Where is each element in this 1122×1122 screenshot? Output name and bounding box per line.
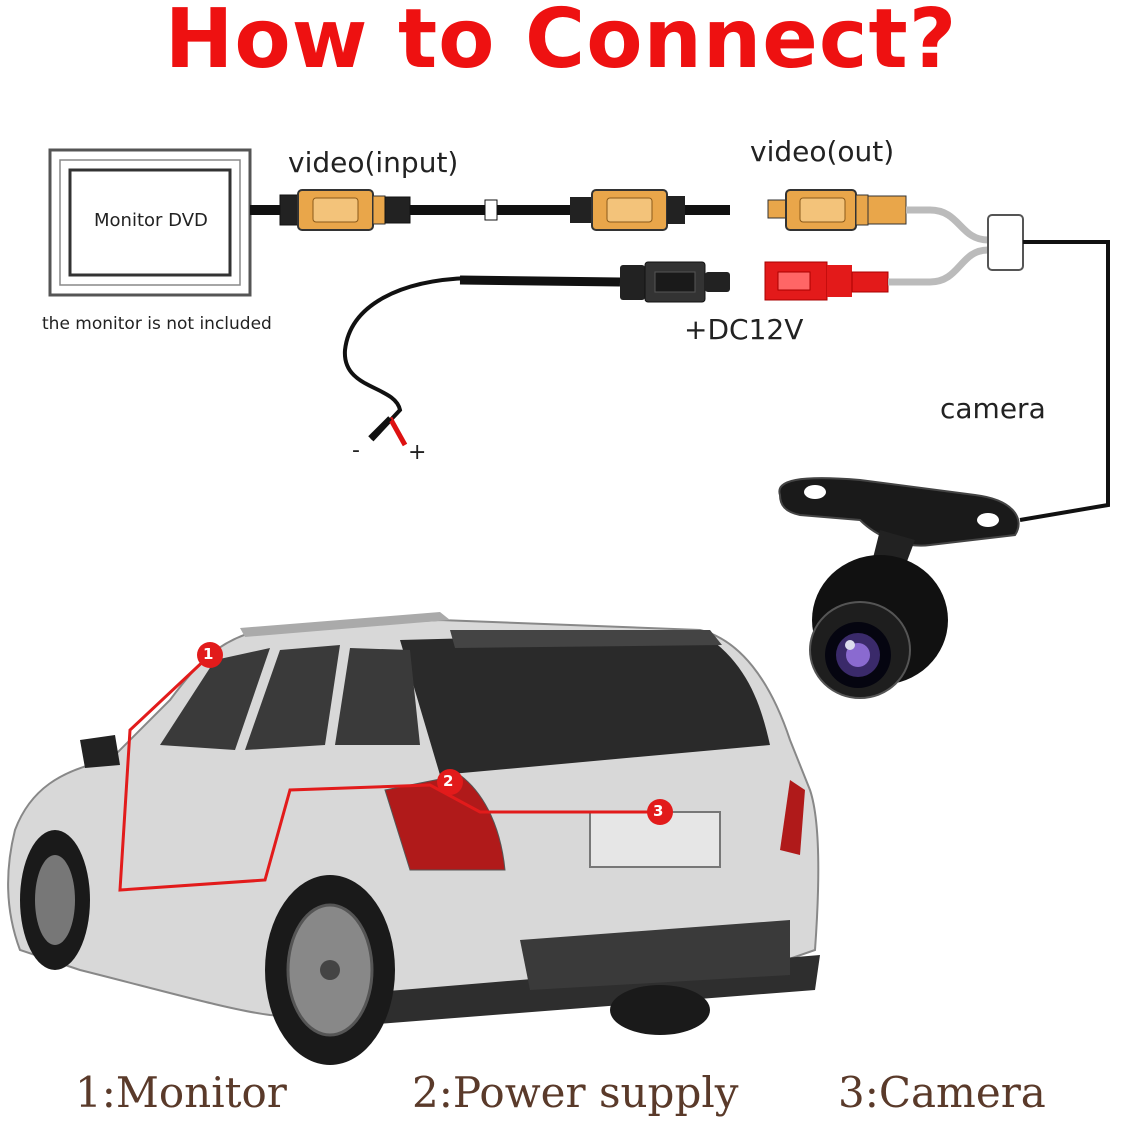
marker-1-label: 1: [203, 645, 214, 663]
power-cable: [342, 261, 730, 447]
plus-label: +: [408, 440, 427, 465]
legend-power-supply: 2:Power supply: [412, 1068, 739, 1117]
power-label: +DC12V: [684, 313, 804, 346]
marker-3: [647, 799, 673, 825]
camera-icon: [778, 477, 1020, 699]
video-input-label: video(input): [288, 146, 459, 179]
splitter: [888, 206, 1110, 522]
monitor-icon: [48, 148, 252, 297]
car-illustration: [7, 612, 820, 1065]
monitor-note: the monitor is not included: [42, 314, 272, 334]
rca-plug-icon: [767, 189, 907, 231]
dc-plug-icon: [764, 261, 889, 301]
legend-monitor: 1:Monitor: [75, 1068, 287, 1117]
camera-label: camera: [940, 392, 1046, 425]
monitor-label: Monitor DVD: [94, 210, 208, 231]
legend-camera: 3:Camera: [838, 1068, 1046, 1117]
wiring-route: [118, 653, 660, 892]
video-output-label: video(out): [750, 135, 895, 168]
minus-label: -: [352, 438, 360, 463]
video-cable: [250, 189, 730, 231]
marker-2: [437, 769, 463, 795]
marker-2-label: 2: [443, 772, 454, 790]
marker-1: [197, 642, 223, 668]
page-title: How to Connect?: [164, 0, 958, 87]
marker-3-label: 3: [653, 802, 664, 820]
